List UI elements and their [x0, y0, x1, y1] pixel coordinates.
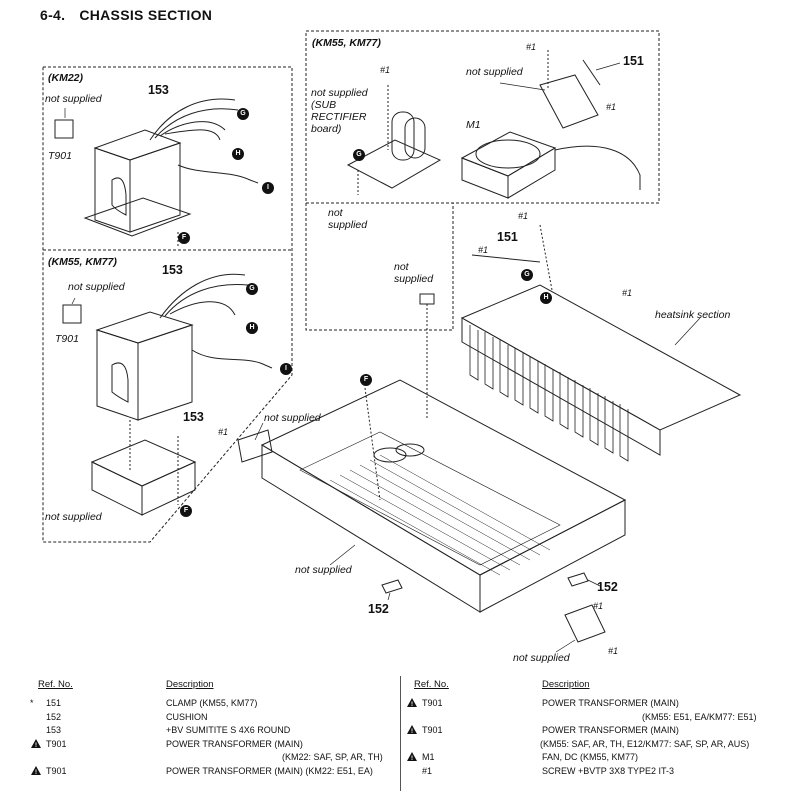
desc-header-right: Description — [542, 679, 590, 690]
part-152-left: 152 — [368, 602, 389, 616]
exploded-diagram — [42, 30, 742, 653]
warning-icon — [31, 765, 41, 780]
screw-mark: #1 — [593, 601, 604, 611]
screw-mark: #1 — [606, 102, 617, 112]
screw-mark: #1 — [526, 42, 537, 52]
ref-header-right: Ref. No. — [414, 679, 449, 690]
warning-icon — [31, 738, 41, 753]
group-label-km22: (KM22) — [48, 72, 84, 84]
group-label-km55-km77-top: (KM55, KM77) — [312, 37, 381, 49]
group-label-km55-km77-left: (KM55, KM77) — [48, 256, 117, 268]
label-not-supplied-left-bracket: not supplied — [264, 412, 321, 424]
part-153-bracket: 153 — [183, 410, 204, 424]
connector-f: F — [178, 232, 190, 244]
connector-g: G — [353, 149, 365, 161]
label-heatsink: heatsink section — [655, 309, 731, 321]
main-chassis — [237, 293, 627, 643]
part-151-top: 151 — [623, 54, 644, 68]
section-number: 6-4. — [40, 7, 66, 23]
connector-i: I — [262, 182, 274, 194]
connector-g: G — [237, 108, 249, 120]
heatsink-section — [460, 224, 742, 462]
warning-icon — [407, 725, 417, 740]
connector-h: H — [540, 292, 552, 304]
page-title: 6-4. CHASSIS SECTION — [40, 7, 212, 23]
label-not-supplied-chassis: not supplied — [295, 564, 352, 576]
screw-mark: #1 — [478, 245, 489, 255]
connector-h: H — [232, 148, 244, 160]
transformer-km22 — [54, 98, 259, 248]
part-151-heatsink: 151 — [497, 230, 518, 244]
screw-mark: #1 — [518, 211, 529, 221]
part-153-km22: 153 — [148, 83, 169, 97]
leader-lines — [64, 62, 701, 653]
connector-g: G — [246, 283, 258, 295]
transformer-km55-77 — [62, 273, 273, 516]
group-boxes — [42, 30, 660, 543]
label-not-supplied-right-bracket: not supplied — [513, 652, 570, 664]
label-not-supplied-board: not supplied — [328, 207, 368, 231]
part-153-km55: 153 — [162, 263, 183, 277]
screw-mark: #1 — [622, 288, 633, 298]
parts-table-left: * 151 CLAMP (KM55, KM77) 152 CUSHION 153… — [30, 697, 400, 797]
part-152-right: 152 — [597, 580, 618, 594]
label-not-supplied-km22: not supplied — [45, 93, 102, 105]
screw-mark: #1 — [380, 65, 391, 75]
label-not-supplied-bracket: not supplied — [45, 511, 102, 523]
label-t901-km55: T901 — [55, 333, 79, 345]
sub-rectifier-board — [346, 85, 442, 195]
connector-f: F — [180, 505, 192, 517]
parts-table-right: T901 POWER TRANSFORMER (MAIN) (KM55: E51… — [406, 697, 796, 797]
screw-mark: #1 — [608, 646, 619, 656]
warning-icon — [407, 698, 417, 713]
connector-i: I — [280, 363, 292, 375]
section-title: CHASSIS SECTION — [79, 7, 213, 23]
label-m1: M1 — [466, 119, 481, 131]
connector-f: F — [360, 374, 372, 386]
warning-icon — [407, 752, 417, 767]
label-sub-rectifier: not supplied (SUB RECTIFIER board) — [311, 87, 368, 135]
label-not-supplied-clamp: not supplied — [466, 66, 523, 78]
fan-m1 — [460, 50, 641, 199]
label-not-supplied-cushion: not supplied — [394, 261, 434, 285]
connector-h: H — [246, 322, 258, 334]
label-not-supplied-km55: not supplied — [68, 281, 125, 293]
label-t901-km22: T901 — [48, 150, 72, 162]
ref-header-left: Ref. No. — [38, 679, 73, 690]
desc-header-left: Description — [166, 679, 214, 690]
table-divider — [400, 676, 401, 791]
connector-g: G — [521, 269, 533, 281]
screw-mark: #1 — [218, 427, 229, 437]
